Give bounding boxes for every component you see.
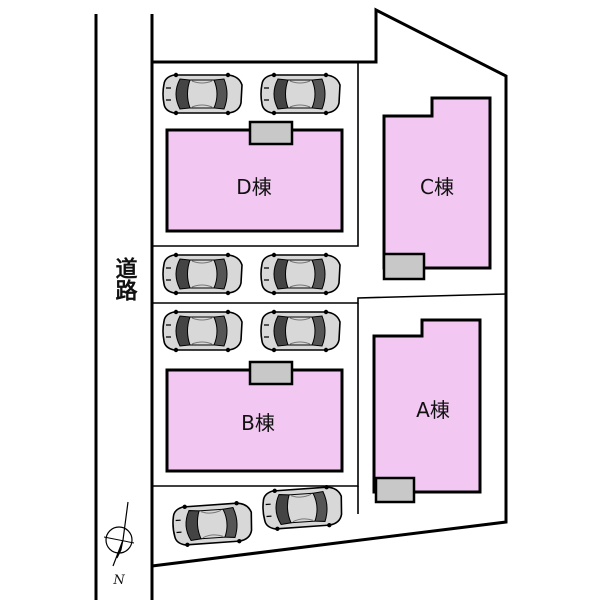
car-b-1 <box>162 308 243 354</box>
building-d: D棟 <box>165 120 344 233</box>
building-a: A棟 <box>372 318 482 504</box>
building-a-porch <box>374 476 416 504</box>
north-label: N <box>112 573 125 588</box>
car-d-2 <box>260 72 341 116</box>
building-d-label: D棟 <box>236 175 271 199</box>
car-d-1 <box>162 72 243 116</box>
site-boundary <box>151 7 508 568</box>
car-mid-1 <box>162 252 243 297</box>
building-a-label: A棟 <box>416 398 450 422</box>
road-label: 道路 <box>112 256 138 301</box>
lot-lines <box>152 62 507 514</box>
north-arrow-icon: N <box>103 501 135 588</box>
car-front-2 <box>260 483 345 533</box>
building-c: C棟 <box>382 96 492 281</box>
building-c-porch <box>382 252 426 281</box>
building-b-porch <box>248 360 294 386</box>
road <box>96 14 152 600</box>
car-front-1 <box>170 499 255 549</box>
car-b-2 <box>260 308 341 354</box>
building-b: B棟 <box>165 360 344 473</box>
building-c-label: C棟 <box>420 175 454 199</box>
car-mid-2 <box>260 252 341 297</box>
building-d-porch <box>248 120 294 146</box>
building-b-label: B棟 <box>241 411 275 435</box>
